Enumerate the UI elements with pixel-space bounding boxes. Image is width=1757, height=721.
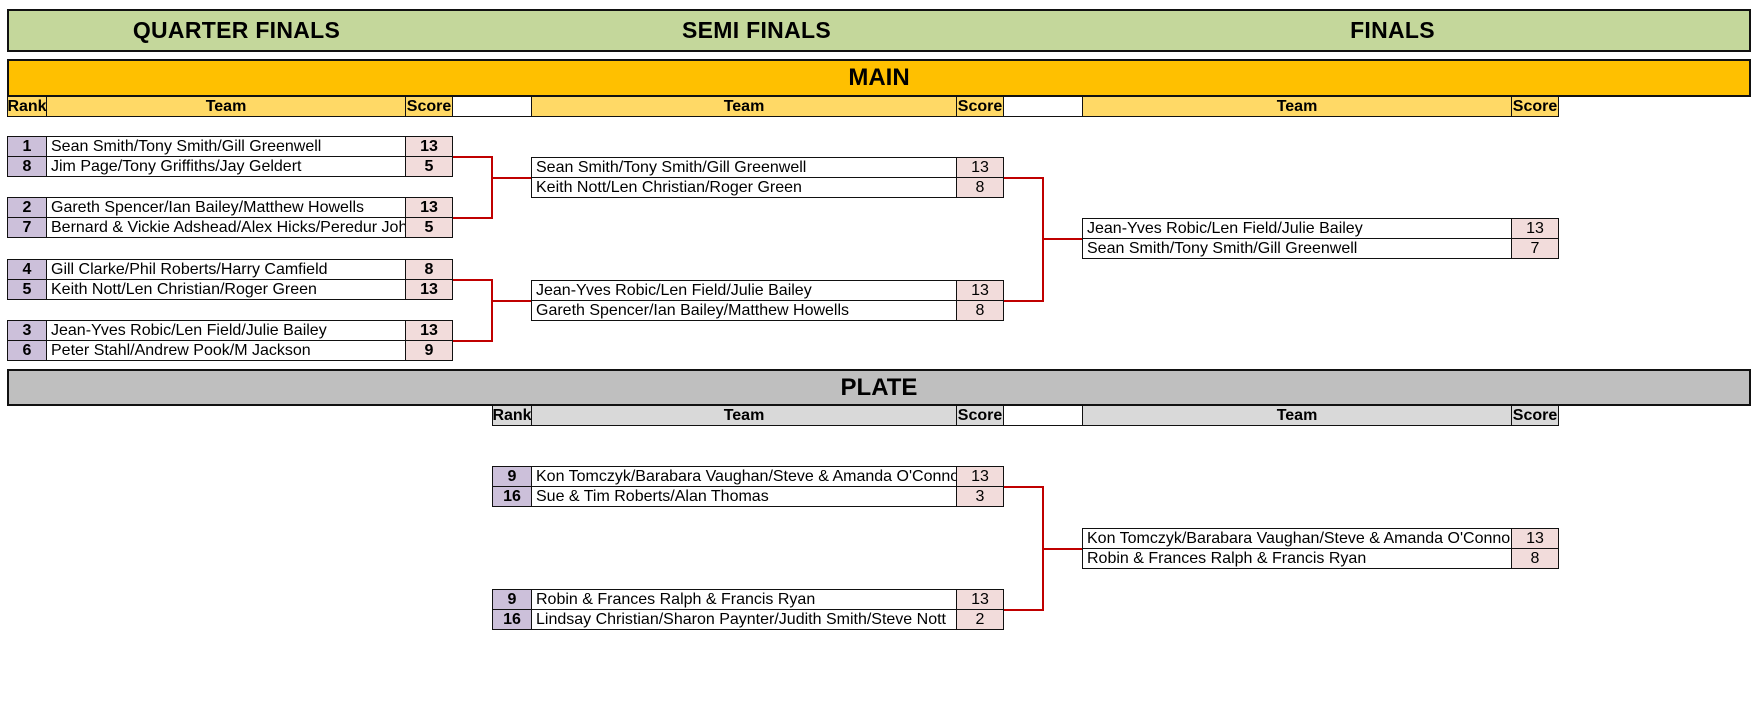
qf-team-3: Gareth Spencer/Ian Bailey/Matthew Howell… bbox=[46, 197, 406, 218]
plate-final-score-2: 8 bbox=[1511, 548, 1559, 569]
main-header-score-f: Score bbox=[1511, 96, 1559, 117]
main-header-team-sf: Team bbox=[531, 96, 957, 117]
sf-team-1: Sean Smith/Tony Smith/Gill Greenwell bbox=[531, 157, 957, 178]
plate-final-score-1: 13 bbox=[1511, 528, 1559, 549]
connector-sf bbox=[1004, 177, 1044, 302]
main-section-title: MAIN bbox=[7, 59, 1751, 97]
plate-sf-team-2: Sue & Tim Roberts/Alan Thomas bbox=[531, 486, 957, 507]
plate-header-score-sf: Score bbox=[956, 405, 1004, 426]
plate-sf-score-4: 2 bbox=[956, 609, 1004, 630]
sf-score-4: 8 bbox=[956, 300, 1004, 321]
final-score-2: 7 bbox=[1511, 238, 1559, 259]
qf-score-4: 5 bbox=[405, 217, 453, 238]
connector-qf-2 bbox=[453, 279, 493, 342]
connector-plate-sf bbox=[1004, 486, 1044, 611]
qf-score-1: 13 bbox=[405, 136, 453, 157]
plate-sf-score-2: 3 bbox=[956, 486, 1004, 507]
stage-quarter-finals: QUARTER FINALS bbox=[132, 17, 341, 43]
stage-header-band: QUARTER FINALS SEMI FINALS FINALS bbox=[7, 9, 1751, 52]
main-header-score-sf: Score bbox=[956, 96, 1004, 117]
qf-team-2: Jim Page/Tony Griffiths/Jay Geldert bbox=[46, 156, 406, 177]
main-header-score-qf: Score bbox=[405, 96, 453, 117]
final-team-2: Sean Smith/Tony Smith/Gill Greenwell bbox=[1082, 238, 1512, 259]
plate-final-team-1: Kon Tomczyk/Barabara Vaughan/Steve & Ama… bbox=[1082, 528, 1512, 549]
qf-rank-2: 8 bbox=[7, 156, 47, 177]
qf-team-6: Keith Nott/Len Christian/Roger Green bbox=[46, 279, 406, 300]
plate-header-team-f: Team bbox=[1082, 405, 1512, 426]
connector-qf-1 bbox=[453, 156, 493, 219]
plate-sf-rank-4: 16 bbox=[492, 609, 532, 630]
main-header-team-f: Team bbox=[1082, 96, 1512, 117]
main-header-team-qf: Team bbox=[46, 96, 406, 117]
sf-team-4: Gareth Spencer/Ian Bailey/Matthew Howell… bbox=[531, 300, 957, 321]
qf-score-2: 5 bbox=[405, 156, 453, 177]
plate-header-score-f: Score bbox=[1511, 405, 1559, 426]
plate-sf-team-4: Lindsay Christian/Sharon Paynter/Judith … bbox=[531, 609, 957, 630]
stage-semi-finals: SEMI FINALS bbox=[682, 17, 831, 43]
plate-sf-score-1: 13 bbox=[956, 466, 1004, 487]
qf-score-6: 13 bbox=[405, 279, 453, 300]
qf-team-4: Bernard & Vickie Adshead/Alex Hicks/Pere… bbox=[46, 217, 406, 238]
qf-team-5: Gill Clarke/Phil Roberts/Harry Camfield bbox=[46, 259, 406, 280]
qf-score-8: 9 bbox=[405, 340, 453, 361]
stage-finals: FINALS bbox=[1350, 17, 1435, 43]
sf-score-2: 8 bbox=[956, 177, 1004, 198]
qf-rank-6: 5 bbox=[7, 279, 47, 300]
qf-team-1: Sean Smith/Tony Smith/Gill Greenwell bbox=[46, 136, 406, 157]
plate-header-team-sf: Team bbox=[531, 405, 957, 426]
plate-final-team-2: Robin & Frances Ralph & Francis Ryan bbox=[1082, 548, 1512, 569]
qf-score-3: 13 bbox=[405, 197, 453, 218]
qf-team-8: Peter Stahl/Andrew Pook/M Jackson bbox=[46, 340, 406, 361]
qf-score-5: 8 bbox=[405, 259, 453, 280]
sf-team-2: Keith Nott/Len Christian/Roger Green bbox=[531, 177, 957, 198]
